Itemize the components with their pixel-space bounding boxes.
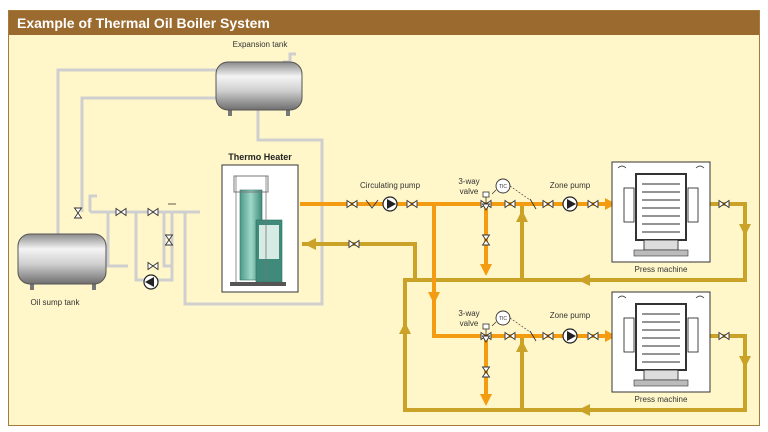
zone-pump-icon (562, 328, 578, 344)
zone-pump-icon (562, 196, 578, 212)
press-machine (611, 291, 711, 393)
thermo-heater (221, 164, 299, 293)
press-machine (611, 161, 711, 263)
three-way-valve-label: valve (460, 319, 479, 328)
expansion-tank (215, 61, 303, 116)
zone-pump-label: Zone pump (550, 181, 591, 190)
idle-piping (56, 52, 324, 306)
transfer-pump-icon (143, 274, 159, 290)
circulating-pump-icon (382, 196, 398, 212)
oil-sump-tank (17, 233, 107, 290)
three-way-valve-label: 3-way (458, 309, 479, 318)
three-way-valve-icon (480, 191, 492, 211)
three-way-valve-icon (480, 323, 492, 343)
strainer-icon (365, 198, 537, 342)
tic-label: TIC (499, 316, 507, 322)
oil-sump-tank-label: Oil sump tank (31, 298, 81, 307)
expansion-tank-label: Expansion tank (233, 40, 289, 49)
supply-piping (300, 202, 612, 398)
zone-pump-label: Zone pump (550, 311, 591, 320)
circulating-pump-label: Circulating pump (360, 181, 421, 190)
three-way-valve-label: 3-way (458, 177, 479, 186)
flow-arrow-icon (304, 198, 751, 416)
press-machine-label: Press machine (635, 265, 688, 274)
three-way-valve-label: valve (460, 187, 479, 196)
temperature-controller-icon (491, 178, 531, 333)
thermo-heater-label: Thermo Heater (228, 152, 292, 162)
diagram-title: Example of Thermal Oil Boiler System (9, 11, 759, 35)
tic-label: TIC (499, 184, 507, 190)
press-machine-label: Press machine (635, 395, 688, 404)
